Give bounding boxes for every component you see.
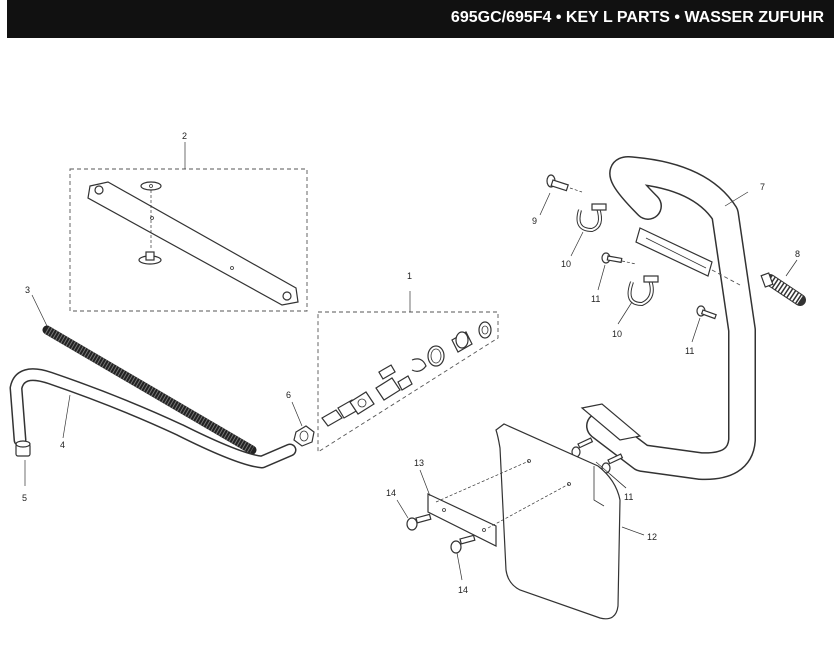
- callout-10-a: 10: [561, 259, 571, 269]
- spring-grip: [760, 272, 806, 306]
- screw-14-a: [406, 513, 432, 531]
- screw-11-c: [571, 437, 624, 474]
- screw-11-a: [601, 252, 637, 265]
- screw-14-b: [450, 534, 476, 554]
- screw-11-b: [696, 305, 717, 320]
- end-cap: [15, 440, 31, 457]
- callout-14-a: 14: [386, 488, 396, 498]
- bracket-spacer-top: [140, 181, 162, 250]
- coil-hose: [42, 325, 257, 455]
- callout-4: 4: [60, 440, 65, 450]
- bracket-spacer-bottom: [138, 251, 162, 265]
- callout-9: 9: [532, 216, 537, 226]
- flat-bracket: [87, 181, 299, 306]
- strip-bar: [427, 460, 570, 547]
- callout-11-a: 11: [591, 294, 600, 304]
- callout-11-b: 11: [685, 346, 694, 356]
- header-bar: 695GC/695F4 • KEY L PARTS • WASSER ZUFUH…: [7, 0, 834, 38]
- callout-11-c: 11: [624, 492, 633, 502]
- curved-tube: [9, 368, 297, 469]
- splash-guard-plate: [495, 423, 621, 620]
- valve-kit: [321, 321, 492, 427]
- callout-1: 1: [407, 271, 412, 281]
- callout-8: 8: [795, 249, 800, 259]
- page-title: 695GC/695F4 • KEY L PARTS • WASSER ZUFUH…: [450, 9, 824, 26]
- bolt-9: [546, 174, 583, 193]
- clamp-10-upper: [576, 203, 607, 233]
- callout-3: 3: [25, 285, 30, 295]
- callout-6: 6: [286, 390, 291, 400]
- callout-14-b: 14: [458, 585, 468, 595]
- tubular-frame: [580, 156, 756, 481]
- hose-nut: [293, 425, 315, 447]
- callout-2: 2: [182, 131, 187, 141]
- callout-10-b: 10: [612, 329, 622, 339]
- callout-7: 7: [760, 182, 765, 192]
- bracket-kit-box: [69, 168, 308, 312]
- callout-13: 13: [414, 458, 424, 468]
- callout-5: 5: [22, 493, 27, 503]
- clamp-10-lower: [627, 275, 659, 307]
- callout-12: 12: [647, 532, 657, 542]
- valve-kit-outline: [317, 311, 499, 453]
